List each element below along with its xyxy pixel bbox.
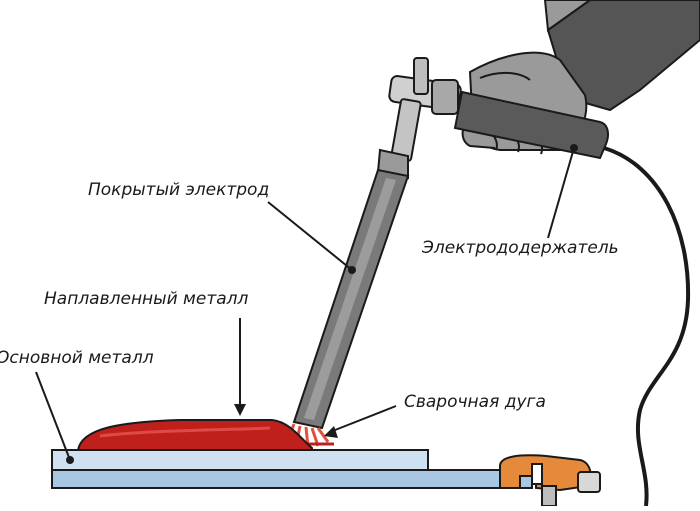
- leader-welding-arc: [324, 405, 397, 438]
- base-metal-plate-lower: [51, 469, 533, 489]
- coated-electrode-icon: [292, 148, 410, 430]
- leader-deposited-metal: [234, 318, 246, 416]
- leader-base-metal: [35, 371, 74, 464]
- label-coated-electrode: Покрытый электрод: [88, 180, 270, 200]
- base-metal-plate: [51, 449, 429, 471]
- label-electrode-holder: Электрододержатель: [422, 238, 619, 258]
- electrode-holder-icon: [388, 57, 609, 162]
- label-base-metal: Основной металл: [0, 348, 154, 368]
- leader-coated-electrode: [267, 201, 356, 274]
- power-cable-icon: [603, 146, 691, 507]
- label-deposited-metal: Наплавленный металл: [44, 289, 249, 309]
- leader-electrode-holder: [547, 144, 578, 239]
- label-welding-arc: Сварочная дуга: [404, 392, 546, 412]
- ground-clamp-icon: [499, 454, 601, 507]
